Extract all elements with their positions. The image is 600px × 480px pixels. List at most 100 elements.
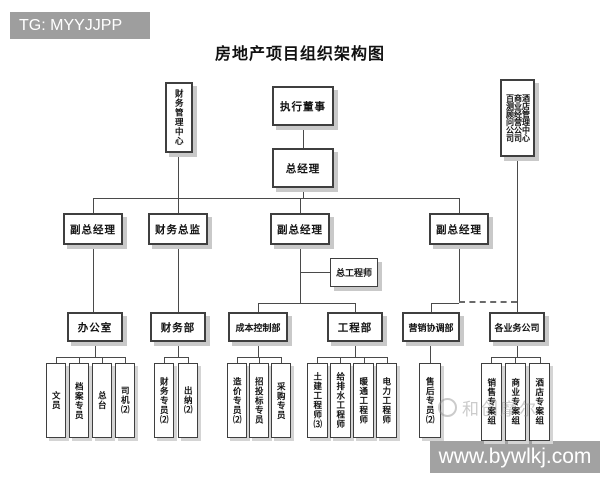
connector-line xyxy=(355,342,356,357)
node-staff-plumbing-engineer: 给排水工程师 xyxy=(330,363,351,438)
node-label: 出纳⑵ xyxy=(183,386,194,415)
connector-line xyxy=(102,357,103,363)
node-label: 文员 xyxy=(51,391,62,410)
node-chief-engineer: 总工程师 xyxy=(330,258,378,287)
connector-line xyxy=(93,245,94,312)
connector-line xyxy=(259,357,260,363)
node-dept-marketing-coordination: 营销协调部 xyxy=(402,312,460,342)
node-label: 副总经理 xyxy=(436,223,482,236)
staff-group-office: 文员 档案专员 总台 司机⑵ xyxy=(46,363,135,438)
node-staff-hvac-engineer: 暖通工程师 xyxy=(353,363,374,438)
affiliate-consulting-company: 百测顾问公司 xyxy=(505,94,515,142)
node-staff-sales-team: 销售专案组 xyxy=(481,363,502,441)
node-label: 工程部 xyxy=(337,321,373,334)
connector-line xyxy=(178,342,179,357)
tg-watermark-badge: TG: MYYJJPP xyxy=(10,12,150,39)
connector-line xyxy=(340,357,341,363)
connector-line xyxy=(303,188,304,199)
node-label: 总台 xyxy=(97,391,108,410)
connector-line xyxy=(56,357,126,358)
connector-line xyxy=(300,198,301,213)
affiliate-hotel-management-center: 酒店管理中心 xyxy=(521,94,531,142)
node-staff-electrical-engineer: 电力工程师 xyxy=(376,363,397,438)
connector-line xyxy=(515,357,516,363)
connector-line xyxy=(178,245,179,312)
staff-group-business: 销售专案组 商业专案组 酒店专案组 xyxy=(481,363,550,441)
connector-line xyxy=(364,357,365,363)
connector-dashed-line xyxy=(459,301,517,303)
connector-line xyxy=(93,198,94,213)
node-deputy-gm-1: 副总经理 xyxy=(63,213,123,245)
node-dept-engineering: 工程部 xyxy=(327,312,383,342)
node-label: 办公室 xyxy=(77,321,113,334)
node-label: 土建工程师⑶ xyxy=(312,372,323,429)
connector-line xyxy=(164,357,165,363)
node-label: 成本控制部 xyxy=(235,322,281,333)
node-label: 销售专案组 xyxy=(486,378,497,426)
staff-group-finance: 财务专员⑵ 出纳⑵ xyxy=(154,363,198,438)
node-label: 招投标专员 xyxy=(254,376,265,425)
node-deputy-gm-3: 副总经理 xyxy=(429,213,489,245)
node-staff-civil-engineers: 土建工程师⑶ xyxy=(307,363,328,438)
connector-line xyxy=(95,342,96,357)
node-staff-archives: 档案专员 xyxy=(69,363,89,438)
connector-line xyxy=(517,157,518,313)
connector-line xyxy=(79,357,80,363)
node-label: 酒店专案组 xyxy=(534,378,545,426)
node-label: 采购专员 xyxy=(276,381,287,420)
faint-logo-text: 和创摩尔 xyxy=(462,400,538,419)
node-label: 总工程师 xyxy=(335,268,372,278)
staff-group-cost: 造价专员⑵ 招投标专员 采购专员 xyxy=(227,363,291,438)
node-label: 商业专案组 xyxy=(510,378,521,426)
node-label: 电力工程师 xyxy=(381,376,392,425)
node-dept-cost-control: 成本控制部 xyxy=(228,312,288,342)
node-label: 暖通工程师 xyxy=(358,376,369,425)
node-affiliate-companies: 百测顾问公司 商业经营公司 酒店管理中心 xyxy=(500,79,535,157)
connector-line xyxy=(188,357,189,363)
connector-line xyxy=(178,153,179,213)
connector-line xyxy=(258,303,259,312)
node-label: 档案专员 xyxy=(74,381,85,420)
connector-line xyxy=(355,303,356,312)
connector-line xyxy=(125,357,126,363)
connector-line xyxy=(258,342,259,357)
connector-line xyxy=(459,198,460,213)
connector-line xyxy=(317,357,387,358)
connector-line xyxy=(237,357,238,363)
site-watermark-bar: www.bywlkj.com xyxy=(430,441,600,473)
affiliate-columns: 百测顾问公司 商业经营公司 酒店管理中心 xyxy=(505,94,531,142)
connector-line xyxy=(303,126,304,148)
node-staff-clerk: 文员 xyxy=(46,363,66,438)
staff-group-engineering: 土建工程师⑶ 给排水工程师 暖通工程师 电力工程师 xyxy=(307,363,397,438)
node-deputy-gm-2: 副总经理 xyxy=(270,213,330,245)
node-label: 财务总监 xyxy=(155,223,201,236)
node-staff-drivers: 司机⑵ xyxy=(115,363,135,438)
node-label: 营销协调部 xyxy=(408,322,454,333)
connector-line xyxy=(387,357,388,363)
node-label: 给排水工程师 xyxy=(335,372,346,429)
tg-watermark-text: TG: MYYJJPP xyxy=(19,16,123,34)
node-label: 造价专员⑵ xyxy=(232,376,243,425)
node-dept-office: 办公室 xyxy=(67,312,123,342)
node-staff-finance-specialist: 财务专员⑵ xyxy=(154,363,174,438)
connector-line xyxy=(431,303,432,312)
node-label: 执行董事 xyxy=(280,100,326,113)
faint-logo-watermark: 和创摩尔 xyxy=(438,395,538,420)
connector-line xyxy=(431,303,459,304)
connector-line xyxy=(258,303,355,304)
node-label: 各业务公司 xyxy=(494,322,540,333)
node-cfo: 财务总监 xyxy=(148,213,208,245)
node-label: 财务专员⑵ xyxy=(159,376,170,425)
connector-line xyxy=(300,272,330,273)
connector-line xyxy=(540,357,541,363)
connector-line xyxy=(300,245,301,303)
node-staff-bidding-specialist: 招投标专员 xyxy=(249,363,269,438)
node-label: 财务管理中心 xyxy=(174,89,185,146)
connector-line xyxy=(281,357,282,363)
node-label: 财务部 xyxy=(160,321,196,334)
node-staff-commercial-team: 商业专案组 xyxy=(505,363,526,441)
connector-line xyxy=(491,357,492,363)
node-dept-finance: 财务部 xyxy=(150,312,206,342)
node-finance-management-center: 财务管理中心 xyxy=(165,82,193,153)
